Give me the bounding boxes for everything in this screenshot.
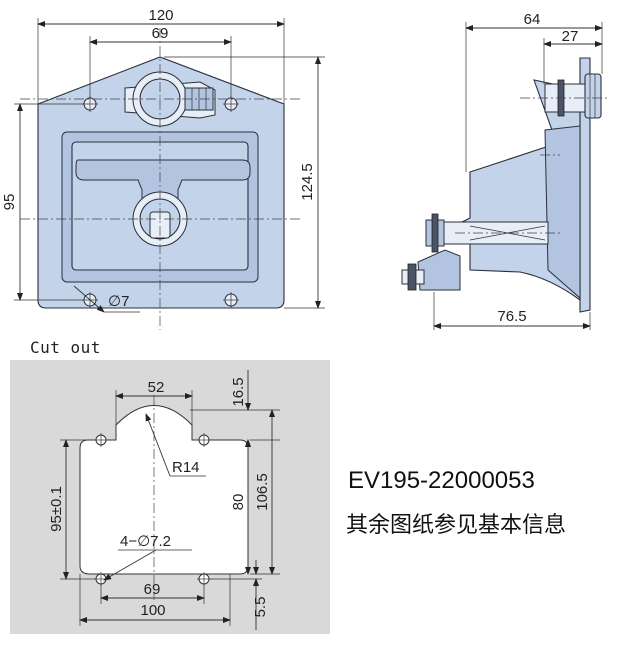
dim-124-5: 124.5 [299, 163, 316, 201]
part-number: EV195-22000053 [348, 467, 535, 494]
note-text: 其余图纸参见基本信息 [346, 513, 567, 538]
dim-76-5: 76.5 [497, 308, 526, 325]
dim-52: 52 [148, 379, 165, 396]
dim-27: 27 [562, 28, 579, 45]
side-bracket [417, 249, 461, 291]
dim-16-5: 16.5 [230, 377, 247, 406]
dim-69-cutout: 69 [144, 581, 161, 598]
dim-4-holes: 4−∅7.2 [120, 533, 171, 550]
dim-95: 95 [1, 194, 18, 211]
dim-80: 80 [230, 494, 247, 511]
cutout-view: 52 R14 4−∅7.2 69 100 95±0.1 16.5 80 [10, 360, 330, 634]
side-housing-shade [544, 125, 581, 300]
dim-hole-dia: ∅7 [108, 293, 129, 310]
dim-120: 120 [148, 7, 173, 24]
dim-95-tol: 95±0.1 [48, 486, 65, 532]
side-view: 64 27 76.5 [401, 11, 610, 330]
dim-64: 64 [524, 11, 541, 28]
dim-5-5: 5.5 [252, 597, 269, 618]
side-top-lock-cap [584, 73, 602, 119]
cutout-title: Cut out [30, 338, 101, 357]
dim-r14: R14 [172, 459, 200, 476]
front-view: 120 69 124.5 95 ∅7 [1, 7, 325, 330]
dim-100: 100 [140, 602, 165, 619]
dim-106-5: 106.5 [254, 473, 271, 511]
dim-69-front: 69 [152, 25, 169, 42]
